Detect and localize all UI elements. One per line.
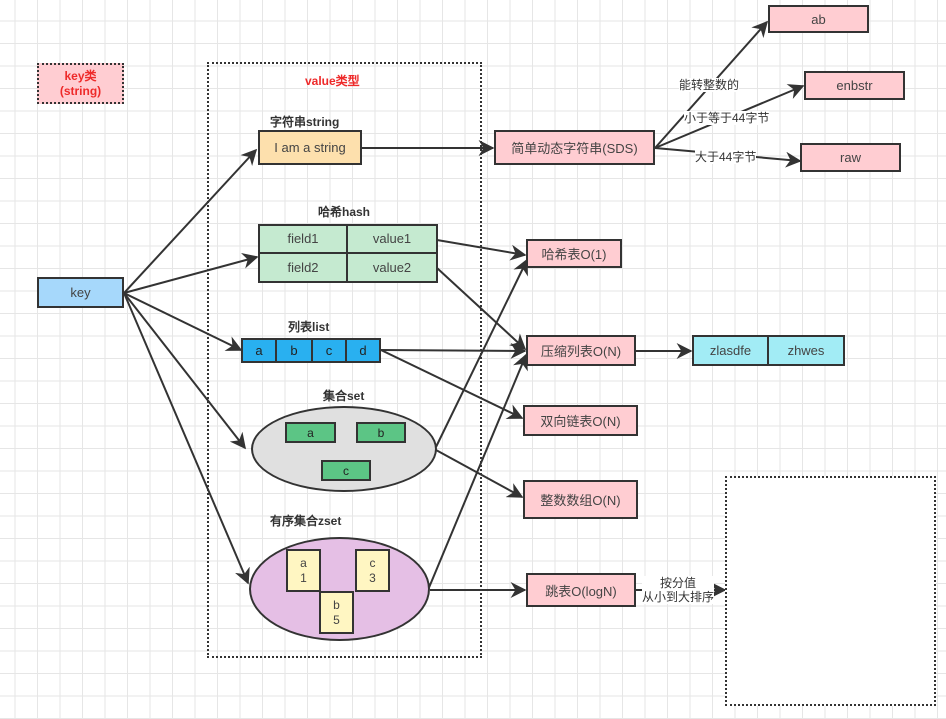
hash-value-cell: value1 — [348, 226, 436, 254]
embstr-subtype-node[interactable]: enbstr — [804, 71, 905, 100]
set-node[interactable] — [251, 406, 437, 492]
empty-dashed-container — [725, 476, 936, 706]
list-item: b — [277, 340, 313, 361]
edge-label-int: 能转整数的 — [679, 78, 740, 92]
zset-score: 3 — [369, 570, 376, 585]
edge-label-skiplist: 按分值 从小到大排序 — [642, 576, 715, 604]
string-node[interactable]: I am a string — [258, 130, 362, 165]
zset-member: b — [333, 597, 340, 612]
value-type-container — [207, 62, 482, 658]
zset-member: a — [300, 555, 307, 570]
edge-label-embstr: 小于等于44字节 — [684, 111, 770, 125]
raw-subtype-node[interactable]: raw — [800, 143, 901, 172]
key-type-line2: (string) — [59, 83, 102, 98]
set-item: a — [285, 422, 336, 443]
sds-node[interactable]: 简单动态字符串(SDS) — [494, 130, 655, 165]
ziplist-node[interactable]: 压缩列表O(N) — [526, 335, 636, 366]
key-node-label: key — [70, 285, 91, 300]
edge-label-raw: 大于44字节 — [695, 150, 757, 164]
zset-score: 5 — [333, 612, 340, 627]
hash-table[interactable]: field1 value1 field2 value2 — [258, 224, 438, 283]
key-type-box: key类 (string) — [37, 63, 124, 104]
key-node[interactable]: key — [37, 277, 124, 308]
value-type-title: value类型 — [305, 74, 360, 88]
ziplist-entry: zlasdfe — [694, 337, 769, 364]
edge-label-skiplist-line1: 按分值 — [660, 576, 697, 590]
ziplist-entries[interactable]: zlasdfe zhwes — [692, 335, 845, 366]
string-title: 字符串string — [270, 115, 340, 129]
hashtable-node[interactable]: 哈希表O(1) — [526, 239, 622, 268]
intset-node[interactable]: 整数数组O(N) — [523, 480, 638, 519]
list-item: a — [243, 340, 277, 361]
list-node[interactable]: a b c d — [241, 338, 381, 363]
string-value: I am a string — [274, 140, 346, 155]
linkedlist-node[interactable]: 双向链表O(N) — [523, 405, 638, 436]
set-item: b — [356, 422, 406, 443]
skiplist-node[interactable]: 跳表O(logN) — [526, 573, 636, 607]
zset-score: 1 — [300, 570, 307, 585]
zset-item: b 5 — [319, 591, 354, 634]
list-item: d — [359, 343, 367, 358]
hash-title: 哈希hash — [318, 205, 371, 219]
set-title: 集合set — [323, 389, 365, 403]
hash-value-cell: value2 — [372, 259, 412, 275]
list-title: 列表list — [288, 320, 330, 334]
key-type-line1: key类 — [64, 68, 97, 83]
int-subtype-node[interactable]: ab — [768, 5, 869, 33]
zset-item: a 1 — [286, 549, 321, 592]
zset-member: c — [369, 555, 376, 570]
zset-item: c 3 — [355, 549, 390, 592]
ziplist-entry: zhwes — [787, 343, 825, 358]
edge-label-skiplist-line2: 从小到大排序 — [642, 590, 715, 604]
set-item: c — [321, 460, 371, 481]
hash-field-cell: field2 — [260, 253, 348, 281]
list-item: c — [313, 340, 347, 361]
zset-title: 有序集合zset — [270, 514, 342, 528]
hash-field-cell: field1 — [260, 226, 348, 254]
